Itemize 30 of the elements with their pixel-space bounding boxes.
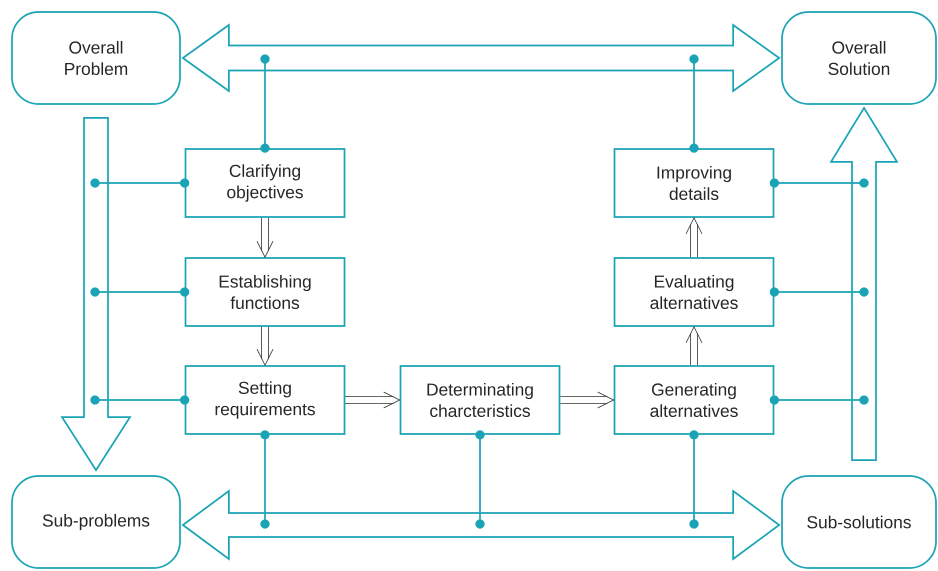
process-box: Generating alternatives [614,365,774,435]
block-arrow [60,117,132,472]
double-arrow [560,392,615,408]
connector-line [770,395,869,405]
process-box: Clarifying objectives [184,148,346,218]
double-arrow [686,326,702,366]
connector-line [689,430,699,529]
connector-line [770,178,869,188]
double-arrow [344,392,401,408]
connector-line [689,54,699,153]
connector-line [260,430,270,529]
rounded-box: Overall Problem [11,11,181,105]
double-arrow [256,326,274,366]
connector-line [770,287,869,297]
rounded-box: Sub-problems [11,475,181,569]
rounded-box: Sub-solutions [781,475,937,569]
connector-line [475,430,485,529]
connector-line [90,395,190,405]
block-arrow [829,106,899,461]
rounded-box: Overall Solution [781,11,937,105]
process-box: Evaluating alternatives [614,257,774,327]
connector-line [260,54,270,153]
process-box: Establishing functions [184,257,346,327]
process-box: Setting requirements [184,365,346,435]
connector-line [90,178,190,188]
double-arrow [686,216,702,258]
process-box: Improving details [614,148,774,218]
double-arrow [256,217,274,258]
connector-line [90,287,190,297]
process-box: Determinating charcteristics [400,365,560,435]
